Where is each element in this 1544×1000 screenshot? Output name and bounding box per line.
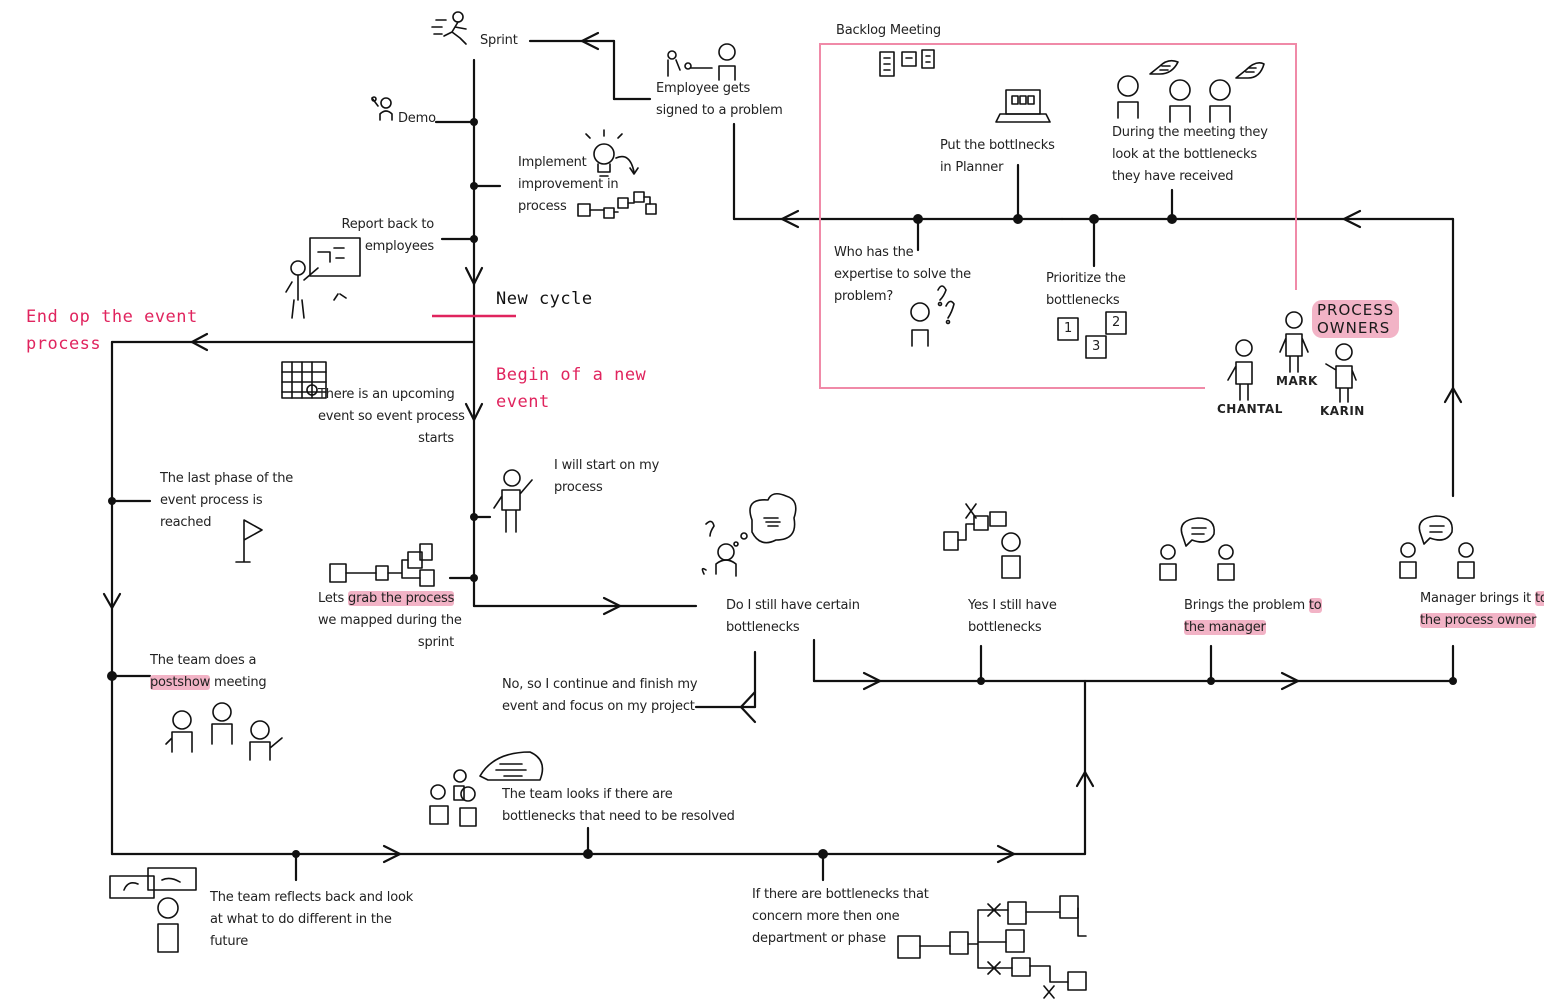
postshow-label: The team does a postshow meeting <box>150 650 266 694</box>
demo-label: Demo <box>398 108 436 130</box>
person-icon <box>494 470 532 532</box>
person-name-karin: KARIN <box>1320 400 1365 422</box>
sprint-label: Sprint <box>480 30 518 52</box>
people-icon <box>668 44 735 80</box>
thinking-person-icon <box>702 494 795 576</box>
priority-3: 3 <box>1086 336 1106 358</box>
bottleneck-process-icon <box>944 504 1020 578</box>
runner-icon <box>432 12 466 44</box>
new-cycle-label: New cycle <box>496 288 593 310</box>
meeting-people-icon <box>1118 61 1264 122</box>
process-owner-meeting-icon <box>1400 516 1474 578</box>
team-icon <box>166 703 282 760</box>
manager-brings-label: Manager brings it to the process owner <box>1420 588 1544 632</box>
priority-2: 2 <box>1106 312 1126 334</box>
presenter-icon <box>372 97 392 120</box>
manager-meeting-icon <box>1160 518 1234 580</box>
grab-process-label: Lets grab the process we mapped during t… <box>318 588 454 654</box>
priority-1: 1 <box>1058 318 1078 340</box>
process-flow-icon <box>330 544 434 586</box>
backlog-meeting-label: Backlog Meeting <box>836 20 941 42</box>
document-stack-icon <box>880 50 934 76</box>
person-name-mark: MARK <box>1276 370 1318 392</box>
brings-problem-label: Brings the problem to the manager <box>1184 595 1322 639</box>
reflection-icon <box>110 868 196 952</box>
person-name-chantal: CHANTAL <box>1217 398 1283 420</box>
laptop-icon <box>996 90 1050 122</box>
